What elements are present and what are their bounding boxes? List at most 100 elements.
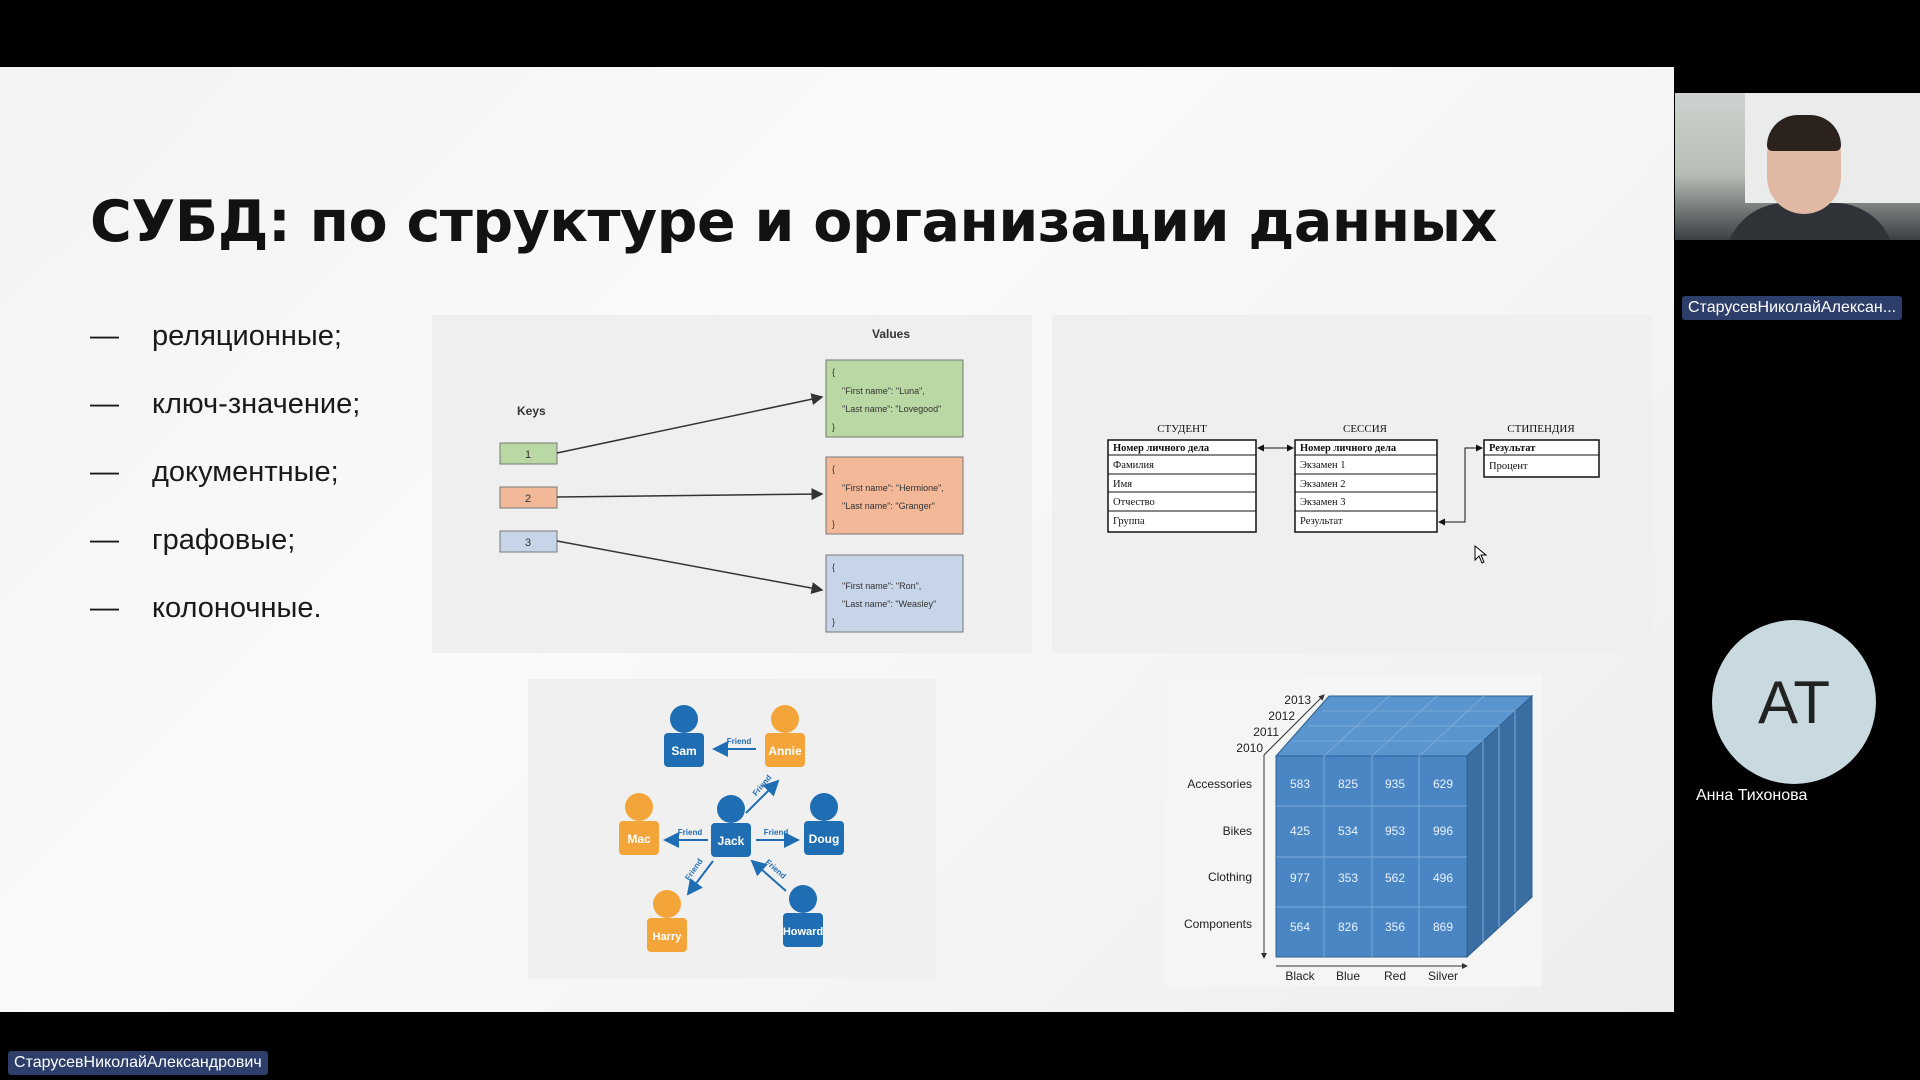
svg-text:953: 953 [1385, 824, 1405, 838]
svg-text:869: 869 [1433, 920, 1453, 934]
svg-text:2013: 2013 [1284, 693, 1311, 707]
svg-text:Accessories: Accessories [1187, 777, 1252, 791]
svg-text:Процент: Процент [1489, 461, 1528, 472]
svg-text:{: { [832, 464, 835, 474]
bullet-list: —реляционные; —ключ-значение; —документн… [90, 302, 360, 642]
svg-text:Результат: Результат [1300, 516, 1343, 527]
friend-edge [745, 779, 780, 814]
svg-text:СЕССИЯ: СЕССИЯ [1343, 423, 1388, 435]
key-label: 2 [525, 493, 531, 505]
bullet-item: —графовые; [90, 523, 296, 556]
key-value-diagram: Keys Values 1 2 3 { "First name": "Luna"… [432, 315, 1032, 653]
bullet-text: ключ-значение; [152, 387, 361, 420]
svg-text:583: 583 [1290, 777, 1310, 791]
svg-text:Red: Red [1384, 969, 1406, 983]
cube-grid [1276, 695, 1516, 957]
svg-text:Jack: Jack [718, 834, 745, 848]
svg-text:"First name": "Ron",: "First name": "Ron", [842, 581, 921, 591]
column-cube-diagram: 2013 2012 2011 2010 [1164, 675, 1542, 987]
friend-label: Friend [683, 857, 704, 882]
friend-label: Friend [678, 828, 703, 837]
keys-label: Keys [517, 404, 546, 418]
svg-text:Howard: Howard [783, 926, 823, 938]
slide-title: СУБД: по структуре и организации данных [90, 189, 1497, 255]
bullet-item: —колоночные. [90, 591, 322, 624]
svg-text:2011: 2011 [1253, 725, 1279, 739]
presenter-name-label: СтарусевНиколайАлександрович [8, 1051, 268, 1075]
svg-text:"Last name": "Granger": "Last name": "Granger" [842, 501, 935, 511]
kv-arrow [556, 393, 824, 454]
svg-text:"First name": "Luna",: "First name": "Luna", [842, 386, 925, 396]
person-jack: Jack [711, 795, 751, 857]
participant-hair [1767, 115, 1841, 151]
svg-text:356: 356 [1385, 920, 1405, 934]
kv-arrow [556, 488, 824, 501]
svg-text:Номер личного дела: Номер личного дела [1300, 443, 1397, 454]
svg-text:Номер личного дела: Номер личного дела [1113, 443, 1210, 454]
friend-label: Friend [727, 737, 752, 746]
svg-text:СТИПЕНДИЯ: СТИПЕНДИЯ [1507, 423, 1575, 435]
svg-text:Экзамен 1: Экзамен 1 [1300, 460, 1346, 471]
svg-text:977: 977 [1290, 871, 1310, 885]
svg-text:Результат: Результат [1489, 443, 1536, 454]
svg-text:629: 629 [1433, 777, 1453, 791]
table-scholarship: СТИПЕНДИЯ Результат Процент [1483, 423, 1600, 478]
svg-text:}: } [832, 422, 835, 432]
svg-text:Harry: Harry [653, 931, 683, 943]
svg-text:Components: Components [1184, 917, 1252, 931]
svg-text:Группа: Группа [1113, 516, 1145, 527]
svg-text:Экзамен 2: Экзамен 2 [1300, 479, 1346, 490]
participant-video-tile[interactable] [1675, 93, 1920, 240]
svg-text:"First name": "Hermione",: "First name": "Hermione", [842, 483, 944, 493]
kv-arrow [556, 540, 824, 594]
svg-text:562: 562 [1385, 871, 1405, 885]
svg-text:{: { [832, 367, 835, 377]
svg-text:534: 534 [1338, 824, 1358, 838]
svg-text:Экзамен 3: Экзамен 3 [1300, 497, 1346, 508]
person-harry: Harry [647, 890, 687, 952]
friend-edge [686, 860, 714, 896]
value-box: { "First name": "Luna", "Last name": "Lo… [825, 359, 964, 438]
svg-text:"Last name": "Lovegood": "Last name": "Lovegood" [842, 404, 941, 414]
person-annie: Annie [765, 705, 805, 767]
svg-text:}: } [832, 617, 835, 627]
svg-text:Bikes: Bikes [1223, 824, 1252, 838]
bullet-text: графовые; [152, 523, 296, 556]
svg-text:496: 496 [1433, 871, 1453, 885]
presentation-slide: СУБД: по структуре и организации данных … [0, 67, 1674, 1012]
svg-text:{: { [832, 562, 835, 572]
table-session: СЕССИЯ Номер личного дела Экзамен 1 Экза… [1294, 423, 1438, 533]
key-label: 1 [525, 449, 531, 461]
svg-text:Отчество: Отчество [1113, 497, 1155, 508]
svg-text:Имя: Имя [1113, 479, 1132, 490]
svg-text:2012: 2012 [1268, 709, 1295, 723]
friend-edge [750, 859, 787, 892]
svg-text:2010: 2010 [1236, 741, 1263, 755]
key-box [499, 486, 558, 509]
bullet-text: колоночные. [152, 591, 322, 624]
svg-text:935: 935 [1385, 777, 1405, 791]
svg-text:"Last name": "Weasley": "Last name": "Weasley" [842, 599, 936, 609]
svg-text:353: 353 [1338, 871, 1358, 885]
svg-text:Doug: Doug [809, 832, 840, 846]
svg-text:Sam: Sam [671, 744, 696, 758]
mouse-cursor-icon [1474, 545, 1488, 564]
relation-arrow [1438, 444, 1483, 526]
person-doug: Doug [804, 793, 844, 855]
participant-avatar[interactable]: АТ [1712, 620, 1876, 784]
svg-text:СТУДЕНТ: СТУДЕНТ [1157, 423, 1207, 435]
friend-label: Friend [751, 773, 774, 798]
table-student: СТУДЕНТ Номер личного дела Фамилия Имя О… [1107, 423, 1257, 533]
svg-text:}: } [832, 519, 835, 529]
bullet-text: документные; [152, 455, 339, 488]
svg-text:425: 425 [1290, 824, 1310, 838]
person-mac: Mac [619, 793, 659, 855]
svg-text:Фамилия: Фамилия [1113, 460, 1154, 471]
svg-text:996: 996 [1433, 824, 1453, 838]
participant-name-label: СтарусевНиколайАлексан... [1682, 296, 1903, 320]
svg-text:Clothing: Clothing [1208, 870, 1252, 884]
values-label: Values [872, 327, 910, 341]
avatar-participant-name: Анна Тихонова [1696, 787, 1808, 804]
key-label: 3 [525, 537, 531, 549]
person-howard: Howard [783, 885, 823, 947]
